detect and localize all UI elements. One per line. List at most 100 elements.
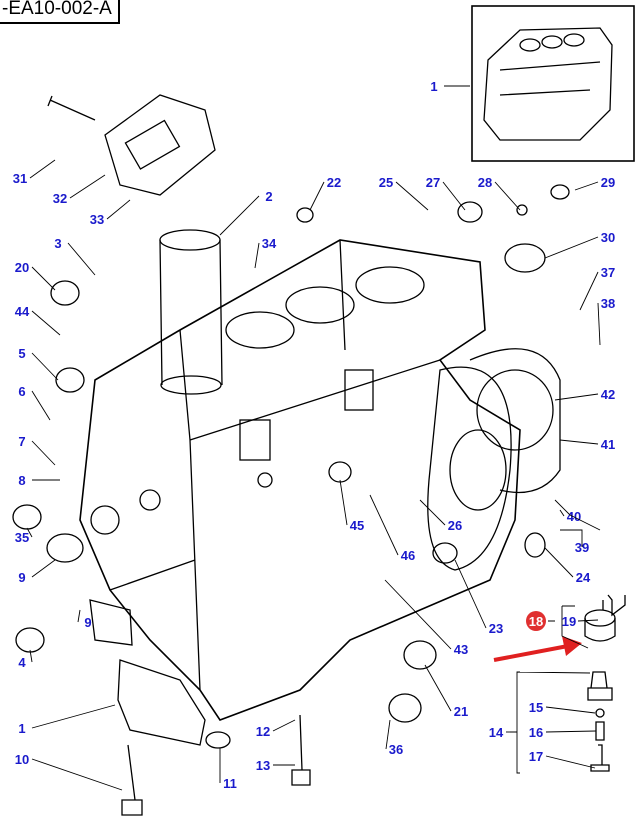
leader-line-41 (559, 439, 599, 445)
callout-24[interactable]: 24 (576, 570, 591, 585)
leader-line-5 (31, 352, 59, 381)
callout-35[interactable]: 35 (15, 530, 29, 545)
figure-reference-label: -EA10-002-A (0, 0, 120, 24)
callout-13[interactable]: 13 (256, 758, 270, 773)
leader-line-12 (272, 719, 296, 732)
callout-17[interactable]: 17 (529, 749, 543, 764)
callout-28[interactable]: 28 (478, 175, 492, 190)
leader-line-31 (29, 159, 56, 179)
callout-16[interactable]: 16 (529, 725, 543, 740)
callout-29[interactable]: 29 (601, 175, 615, 190)
leader-line-43 (384, 579, 452, 650)
callout-33[interactable]: 33 (90, 212, 104, 227)
leader-line-36 (385, 719, 391, 750)
leader-line-24 (544, 547, 574, 578)
leader-line-25 (395, 181, 429, 211)
leader-line-23 (454, 559, 487, 629)
rear-plate (469, 348, 561, 494)
callout-14[interactable]: 14 (489, 725, 504, 740)
leader-line-38 (597, 302, 601, 346)
callout-19[interactable]: 19 (562, 614, 576, 629)
red-pointer-arrow (493, 636, 582, 662)
leader-line-27 (442, 181, 466, 211)
callout-39[interactable]: 39 (575, 540, 589, 555)
leader-line-45 (339, 479, 348, 526)
leader-line-26 (419, 499, 446, 526)
callout-25[interactable]: 25 (379, 175, 393, 190)
callout-5[interactable]: 5 (18, 346, 25, 361)
callout-1[interactable]: 1 (430, 79, 437, 94)
callout-43[interactable]: 43 (454, 642, 468, 657)
callout-22[interactable]: 22 (327, 175, 341, 190)
bracket-14 (510, 671, 591, 774)
leader-line-44 (31, 310, 61, 336)
highlighted-callout-badge[interactable]: 18 (526, 611, 546, 631)
callout-30[interactable]: 30 (601, 230, 615, 245)
leader-line-2 (219, 195, 260, 236)
leader-line-15 (545, 706, 596, 714)
callout-32[interactable]: 32 (53, 191, 67, 206)
callout-15[interactable]: 15 (529, 700, 543, 715)
inset-engine-view-frame (471, 5, 635, 162)
callout-23[interactable]: 23 (489, 621, 503, 636)
callout-21[interactable]: 21 (454, 704, 468, 719)
leader-line-20 (31, 266, 56, 291)
callout-4[interactable]: 4 (18, 655, 26, 670)
cylinder-block (79, 239, 521, 721)
callout-9[interactable]: 9 (84, 615, 91, 630)
callout-38[interactable]: 38 (601, 296, 615, 311)
leader-line-3 (67, 242, 96, 276)
leader-line-6 (31, 390, 51, 421)
bearing-cap (117, 659, 206, 746)
callout-3[interactable]: 3 (54, 236, 61, 251)
leader-line-17 (545, 755, 596, 769)
leader-line-30 (544, 236, 599, 259)
leader-line-4 (29, 649, 33, 663)
callout-42[interactable]: 42 (601, 387, 615, 402)
callout-41[interactable]: 41 (601, 437, 615, 452)
callout-37[interactable]: 37 (601, 265, 615, 280)
callout-36[interactable]: 36 (389, 742, 403, 757)
callout-34[interactable]: 34 (262, 236, 277, 251)
callout-6[interactable]: 6 (18, 384, 25, 399)
leader-lines (26, 85, 601, 791)
leader-line-10 (31, 758, 123, 791)
leader-line-9 (77, 609, 81, 623)
callout-1[interactable]: 1 (18, 721, 25, 736)
leader-line-28 (494, 181, 521, 211)
leader-line-7 (31, 440, 56, 466)
callout-8[interactable]: 8 (18, 473, 25, 488)
callout-26[interactable]: 26 (448, 518, 462, 533)
leader-line-42 (554, 393, 599, 401)
callout-10[interactable]: 10 (15, 752, 29, 767)
callout-27[interactable]: 27 (426, 175, 440, 190)
callout-12[interactable]: 12 (256, 724, 270, 739)
leader-line-21 (424, 664, 452, 712)
cylinder-liner (159, 229, 223, 395)
leader-line-46 (369, 494, 399, 556)
leader-line-33 (106, 199, 131, 220)
inset-engine-icon (483, 27, 613, 141)
bearing-cap (89, 599, 133, 646)
callout-46[interactable]: 46 (401, 548, 415, 563)
callout-11[interactable]: 11 (223, 776, 237, 791)
leader-line-37 (579, 271, 599, 311)
callout-44[interactable]: 44 (15, 304, 30, 319)
callout-7[interactable]: 7 (18, 434, 25, 449)
callout-2[interactable]: 2 (265, 189, 272, 204)
leader-line-1 (31, 704, 116, 729)
leader-line-9 (31, 559, 56, 578)
callout-20[interactable]: 20 (15, 260, 29, 275)
badge-18-text: 18 (529, 614, 543, 629)
leader-line-16 (545, 730, 597, 733)
callout-9[interactable]: 9 (18, 570, 25, 585)
bracket-39 (554, 499, 601, 540)
bracket-18-19 (548, 605, 599, 649)
callout-31[interactable]: 31 (13, 171, 27, 186)
leader-line-34 (254, 242, 260, 269)
leader-line-40 (559, 509, 565, 517)
pressure-relief-valve (584, 594, 626, 772)
callout-45[interactable]: 45 (350, 518, 364, 533)
